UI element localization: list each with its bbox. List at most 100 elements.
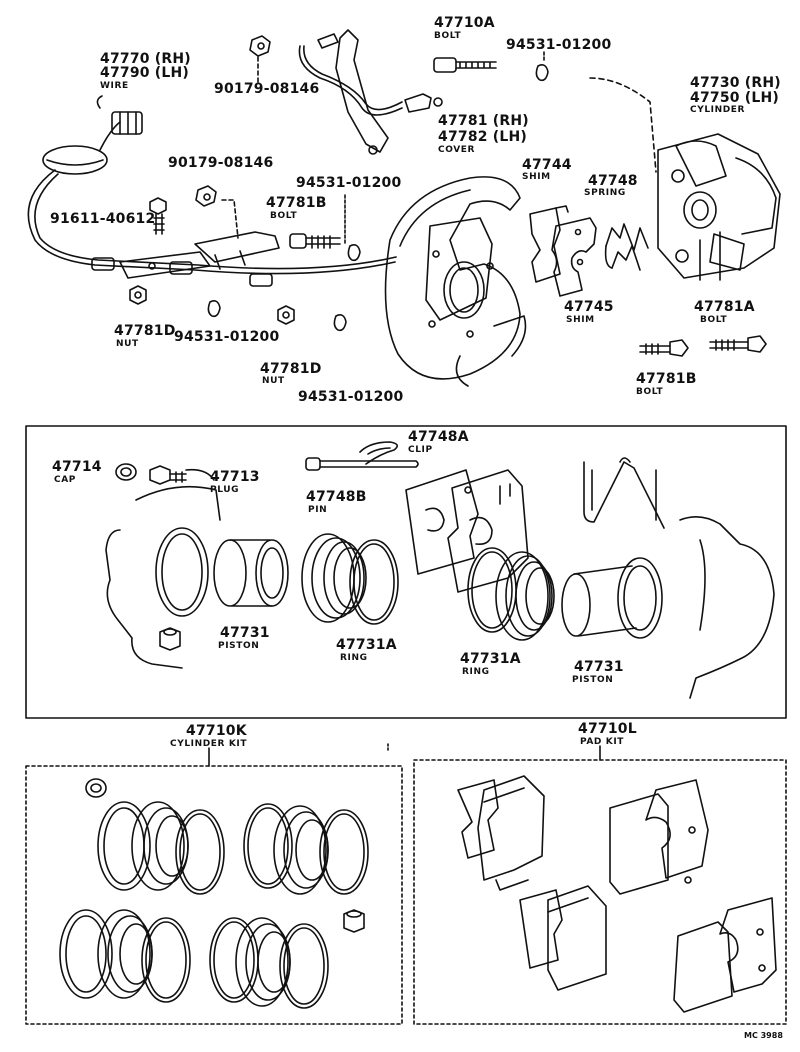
caliper-cylinder [657,133,781,281]
label-bolt-47710a-desc: BOLT [434,31,462,41]
label-shim-47744: 47744 [522,157,572,173]
label-plug-47713-desc: PLUG [210,485,240,495]
label-bolt-47710a: 47710A [434,15,495,31]
label-bolt-47781a: 47781A [694,299,755,315]
pad-kit-pad-3 [519,885,607,991]
label-piston-right: 47731 [574,659,624,675]
label-cylinder-desc: CYLINDER [690,105,746,115]
label-cylinder-rh: 47730 (RH) [690,75,781,91]
leader-cylinder [589,77,657,173]
clip-90179-top [249,35,271,84]
label-cap-47714-desc: CAP [54,475,76,485]
label-nut-47781d-left-desc: NUT [116,339,139,349]
label-ring-right-desc: RING [462,667,490,677]
piston-seal-left [301,533,367,623]
anti-rattle-spring [583,457,665,529]
label-clip-90179-mid: 90179-08146 [168,155,274,171]
pin-47748b [305,457,419,471]
bolt-47710a [433,57,497,73]
label-ring-right: 47731A [460,651,521,667]
label-wire-desc: WIRE [100,81,129,91]
ring-left [349,539,399,625]
spring-47748 [604,223,649,271]
clip-94531-left [207,300,221,318]
label-shim-47745: 47745 [564,299,614,315]
label-clip-47748a: 47748A [408,429,469,445]
piston-left [213,539,289,607]
kit-plug [343,909,365,933]
label-spring-47748-desc: SPRING [584,188,626,198]
label-pin-47748b: 47748B [306,489,367,505]
label-bolt-47781b-top-desc: BOLT [270,211,298,221]
label-clip-94531-mid: 94531-01200 [296,175,402,191]
clip-94531-mid [344,194,361,262]
label-clip-94531-left: 94531-01200 [174,329,280,345]
wire-harness [27,95,397,287]
label-piston-right-desc: PISTON [572,675,614,685]
label-clip-90179-top: 90179-08146 [214,81,320,97]
kit-cap [85,778,107,798]
label-plug-47713: 47713 [210,469,260,485]
label-cap-47714: 47714 [52,459,102,475]
cap-47714 [115,463,137,481]
bolt-47781a [709,335,767,353]
label-cover-lh: 47782 (LH) [438,129,528,145]
label-wire-rh: 47770 (RH) [100,51,191,67]
kit-rings-bottom-right [209,917,329,1009]
label-clip-94531-top: 94531-01200 [506,37,612,53]
wire-bracket [119,231,280,279]
label-clip-47748a-desc: CLIP [408,445,433,455]
anti-squeal-shim-mid [405,469,479,575]
kit-rings-top-left [97,801,225,895]
brake-line [298,29,443,155]
label-piston-left-desc: PISTON [218,641,260,651]
shim-47744 [529,205,569,283]
kit-rings-bottom-left [59,909,191,1003]
clip-47748a [359,441,398,465]
catalog-code: MC 3988 [744,1031,783,1040]
label-cylinder-kit: 47710K [186,723,247,739]
label-pad-kit-desc: PAD KIT [580,737,625,747]
ring-right [467,547,517,633]
nut-47781d-mid [277,305,295,325]
label-cylinder-lh: 47750 (LH) [690,90,780,106]
pad-kit-pad-2 [609,779,709,895]
label-shim-47744-desc: SHIM [522,172,551,182]
label-spring-47748: 47748 [588,173,638,189]
kit-rings-top-right [243,803,369,895]
pad-kit-frame [413,759,787,1025]
label-pad-kit: 47710L [578,721,637,737]
dust-cover [384,176,527,387]
nut-47781d-left [129,285,147,305]
dust-boot-left [155,527,209,617]
label-clip-94531-bottom: 94531-01200 [298,389,404,405]
label-bolt-47781b-bot: 47781B [636,371,697,387]
brake-pad-mid [447,469,529,593]
clip-94531-bottom [333,314,347,332]
caliper-body-outline [105,468,221,669]
label-bolt-47781b-top: 47781B [266,195,327,211]
label-nut-47781d-left: 47781D [114,323,176,339]
label-piston-left: 47731 [220,625,270,641]
clip-90179-mid [195,185,239,239]
caliper-half-right [679,516,775,699]
screw-91611 [149,197,167,235]
label-bolt-47781b-bot-desc: BOLT [636,387,664,397]
piston-seal-right [495,551,555,641]
label-cover-rh: 47781 (RH) [438,113,529,129]
label-shim-47745-desc: SHIM [566,315,595,325]
label-pin-47748b-desc: PIN [308,505,328,515]
label-nut-47781d-mid-desc: NUT [262,376,285,386]
label-cover-desc: COVER [438,145,476,155]
pad-kit-pad-1 [457,775,545,891]
exploded-view-frame [25,425,787,719]
piston-right [561,557,663,639]
label-ring-left: 47731A [336,637,397,653]
bolt-47781b-bottom [639,339,689,357]
clip-94531-top [535,51,549,82]
label-bolt-47781a-desc: BOLT [700,315,728,325]
pad-kit-pad-4 [673,897,777,1013]
label-nut-47781d-mid: 47781D [260,361,322,377]
label-ring-left-desc: RING [340,653,368,663]
